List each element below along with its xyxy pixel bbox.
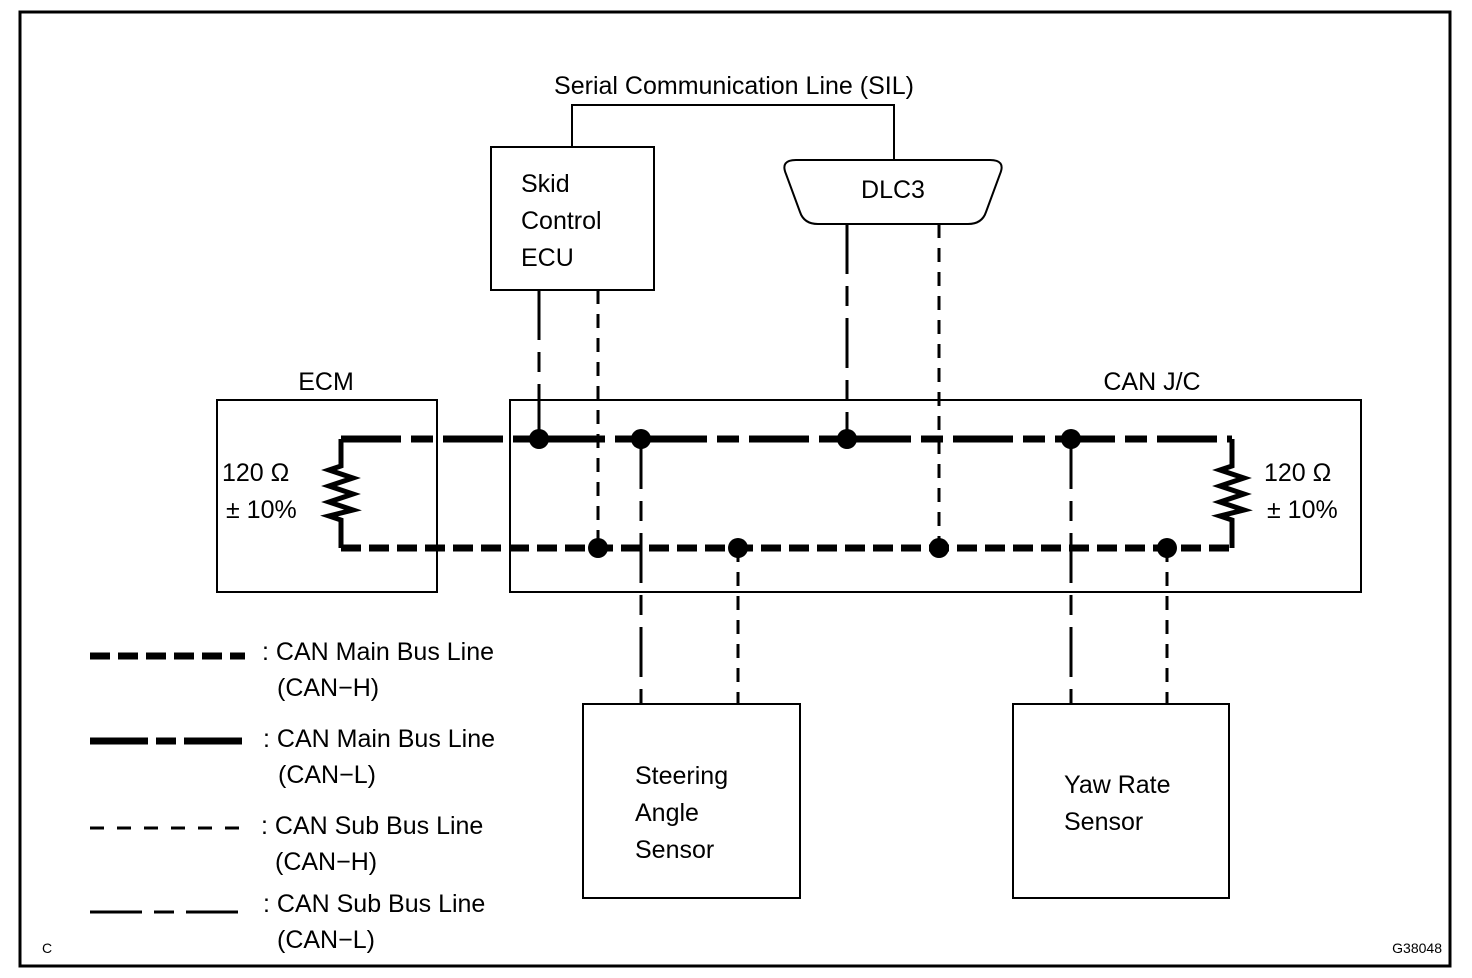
steering-angle-sensor-box [582,703,801,899]
dlc3-label: DLC3 [861,176,925,204]
resistor-left [320,439,362,548]
legend-label-4: : CAN Sub Bus Line [263,890,485,918]
skid-ecu-label-1: Skid [521,170,570,198]
legend-sub-1: (CAN−H) [277,674,379,702]
legend-label-1: : CAN Main Bus Line [262,638,494,666]
outer-frame [18,10,1452,968]
steering-label-3: Sensor [635,836,714,864]
junction-dot [929,538,949,558]
yaw-rate-sensor-box [1012,703,1230,899]
resistor-right-tolerance: ± 10% [1267,496,1338,524]
can-jc-label: CAN J/C [1103,368,1200,396]
legend-sub-4: (CAN−L) [277,926,375,954]
junction-dot [1157,538,1177,558]
sil-label: Serial Communication Line (SIL) [554,72,914,100]
junction-dot [837,429,857,449]
can-jc-box [509,399,1362,593]
junction-dot [631,429,651,449]
junction-dot [728,538,748,558]
sil-line [571,104,895,160]
ecm-label: ECM [298,368,354,396]
ecm-box [216,399,438,593]
junction-dot [529,429,549,449]
figure-id: G38048 [1392,940,1442,956]
junction-dot [588,538,608,558]
yaw-label-1: Yaw Rate [1064,771,1171,799]
dlc3-connector [783,159,1003,225]
resistor-right-value: 120 Ω [1264,459,1331,487]
yaw-label-2: Sensor [1064,808,1143,836]
resistor-right [1211,439,1253,548]
resistor-left-value: 120 Ω [222,459,289,487]
corner-mark: C [42,940,52,956]
skid-control-ecu-box [490,146,655,291]
steering-label-1: Steering [635,762,728,790]
legend-sub-2: (CAN−L) [278,761,376,789]
legend-label-3: : CAN Sub Bus Line [261,812,483,840]
legend-label-2: : CAN Main Bus Line [263,725,495,753]
legend-sub-3: (CAN−H) [275,848,377,876]
steering-label-2: Angle [635,799,699,827]
skid-ecu-label-3: ECU [521,244,574,272]
resistor-left-tolerance: ± 10% [226,496,297,524]
skid-ecu-label-2: Control [521,207,602,235]
junction-dot [1061,429,1081,449]
